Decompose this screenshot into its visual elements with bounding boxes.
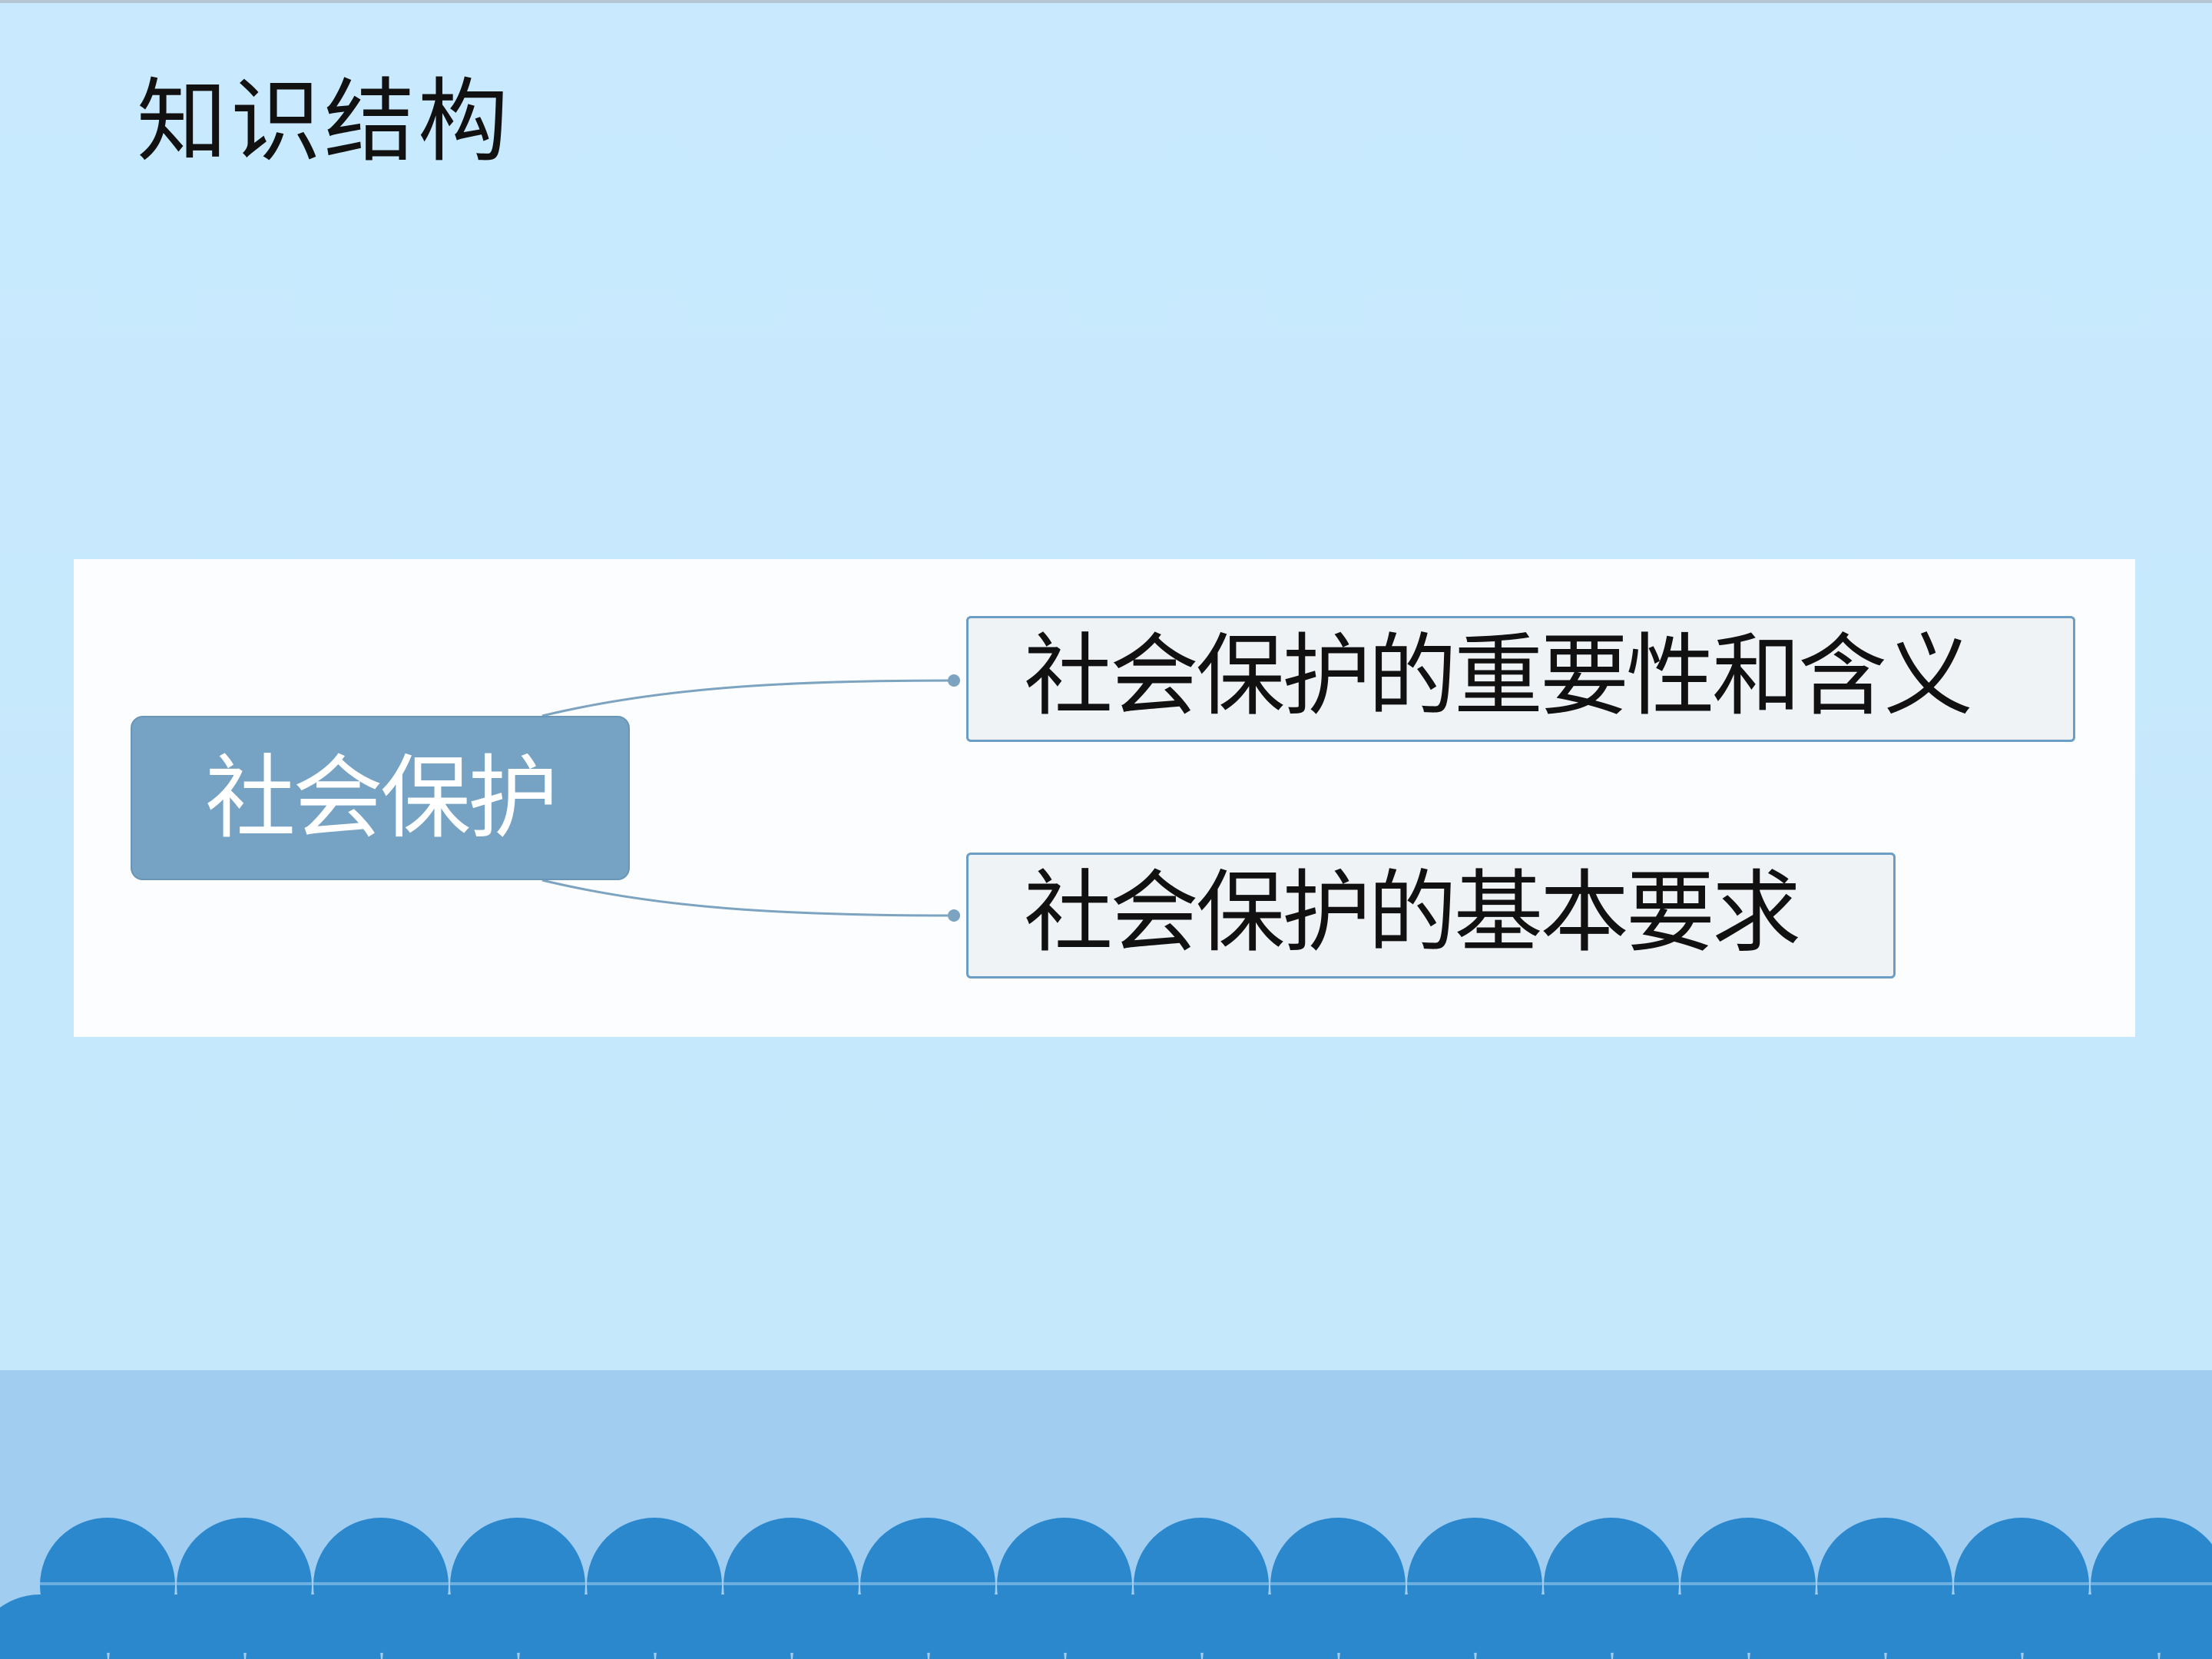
connector-dot-2: [948, 909, 960, 922]
connector-dot-1: [948, 674, 960, 687]
wave-scale-front: [1886, 1594, 2022, 1659]
wave-scale-front: [1203, 1594, 1338, 1659]
wave-scale-front: [793, 1594, 928, 1659]
wave-scale-front: [1476, 1594, 1611, 1659]
wave-scale-front: [1750, 1594, 1885, 1659]
wave-scale-front: [1613, 1594, 1748, 1659]
wave-scale-front: [519, 1594, 654, 1659]
mindmap-branch-requirements: 社会保护的基本要求: [966, 853, 1896, 979]
connector-branch-1: [541, 679, 955, 717]
wave-scale-front: [382, 1594, 518, 1659]
top-border-line: [0, 0, 2212, 3]
wave-scale-front: [1339, 1594, 1475, 1659]
wave-scale-front: [246, 1594, 381, 1659]
mindmap-panel: 社会保护 社会保护的重要性和含义 社会保护的基本要求: [74, 559, 2135, 1037]
wave-scale-front: [2023, 1594, 2158, 1659]
wave-scale-front: [109, 1594, 244, 1659]
mindmap-connectors: [541, 674, 960, 922]
wave-separator: [0, 1582, 2212, 1585]
wave-scale-front: [656, 1594, 791, 1659]
wave-scale-front: [1066, 1594, 1201, 1659]
wave-scale-front: [2160, 1596, 2212, 1659]
decorative-wave-scales: [0, 1518, 2212, 1659]
wave-scale-front: [0, 1594, 108, 1659]
mindmap-root-node: 社会保护: [131, 716, 630, 880]
connector-branch-2: [541, 879, 955, 917]
slide-title: 知识结构: [137, 68, 512, 174]
wave-scale-front: [929, 1594, 1065, 1659]
mindmap-branch-importance: 社会保护的重要性和含义: [966, 616, 2075, 742]
